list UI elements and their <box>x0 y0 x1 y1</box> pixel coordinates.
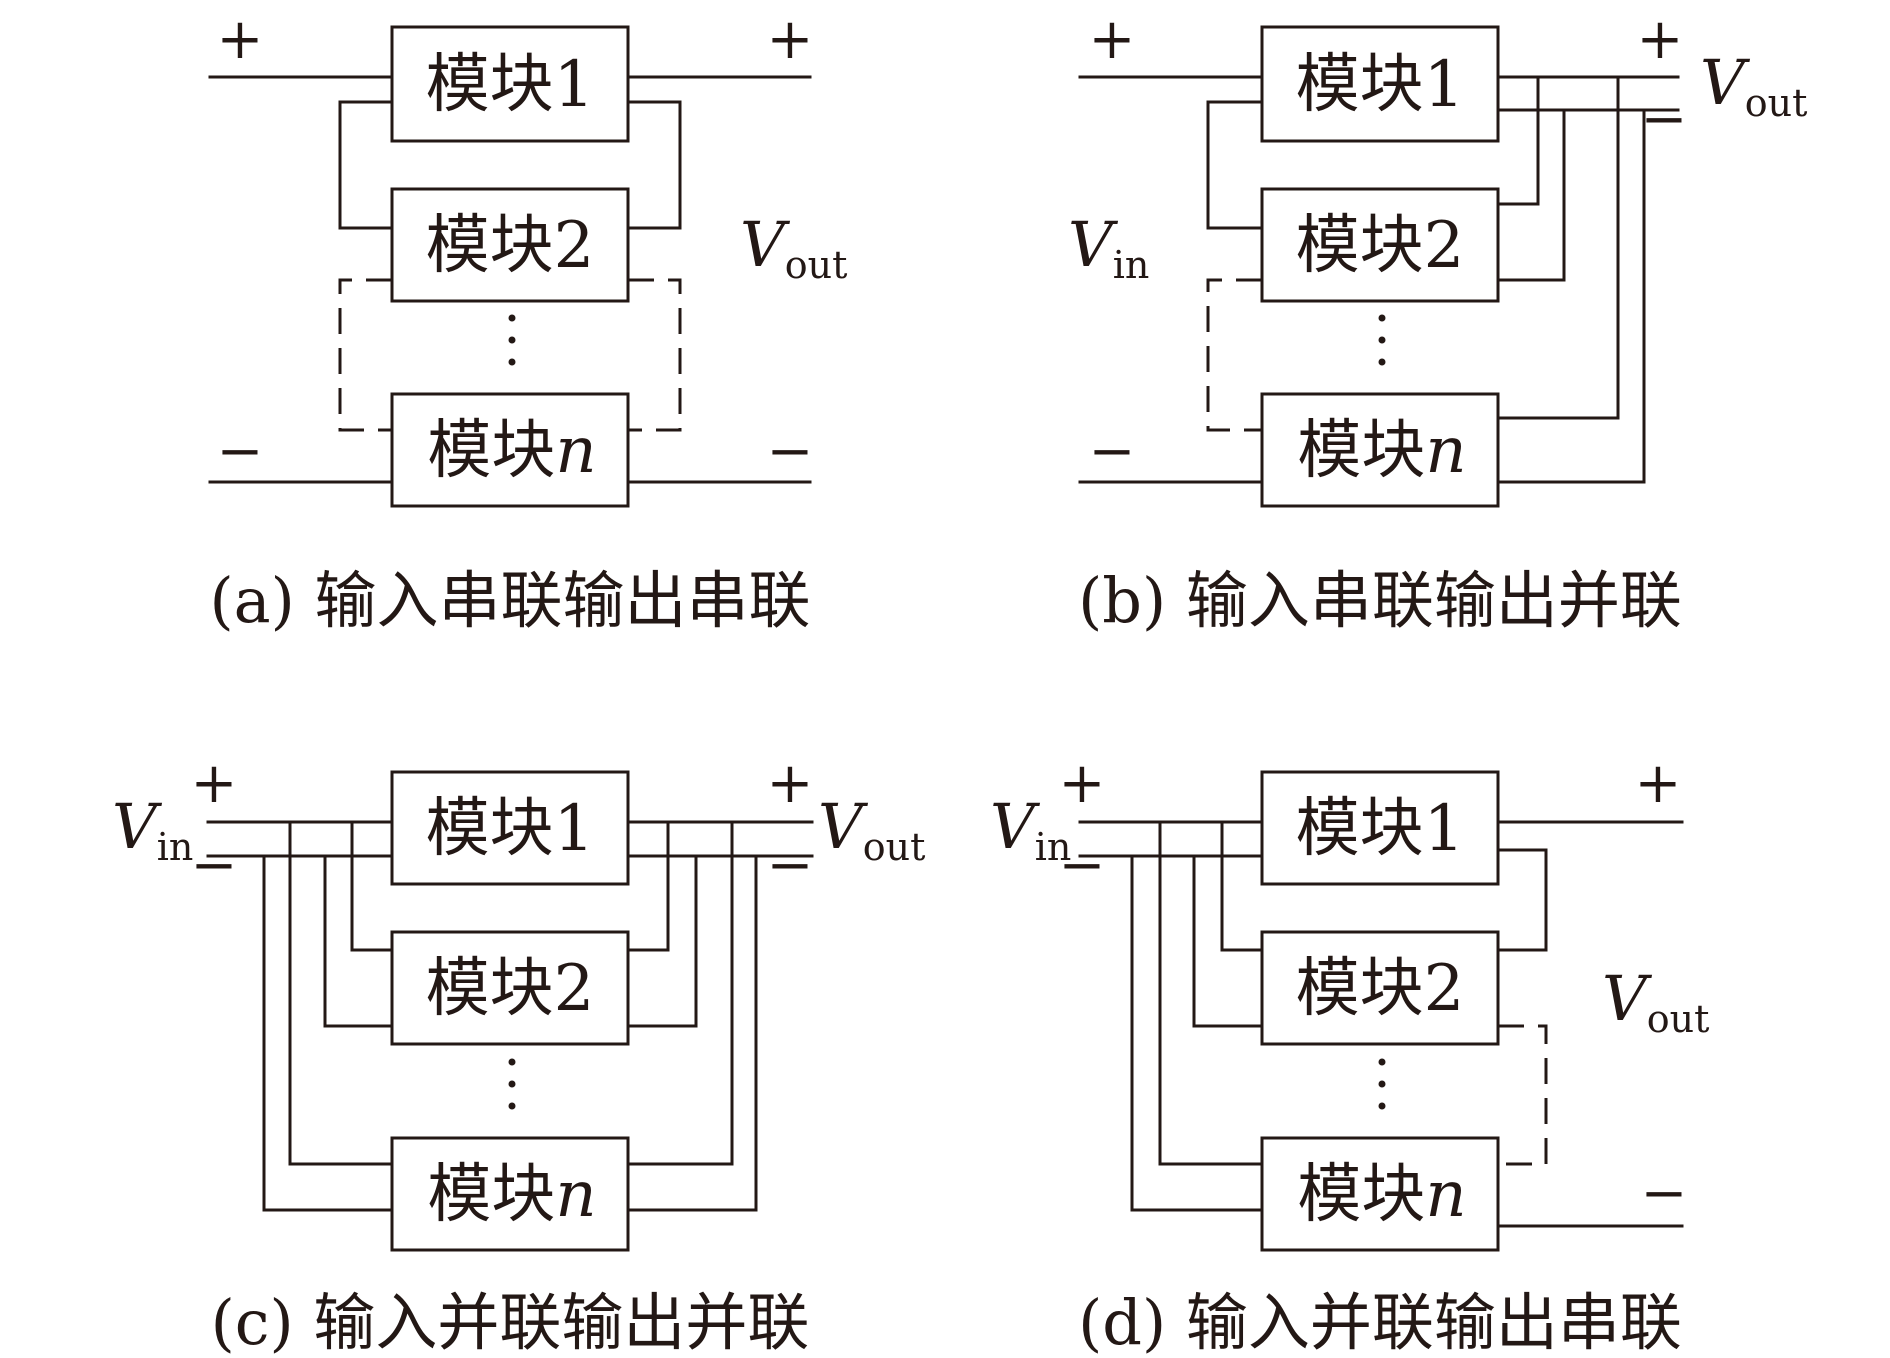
panel-c-minus-right: − <box>767 833 814 898</box>
panel-b-plus-left: + <box>1089 7 1136 72</box>
module-n-label: 模块n <box>1297 1158 1466 1232</box>
panel-a-module-2: 模块2 <box>390 187 630 303</box>
panel-a-plus-left: + <box>217 7 264 72</box>
module-1-label: 模块1 <box>426 48 595 122</box>
panel-a-caption: (a) 输入串联输出串联 <box>209 564 810 637</box>
module-2-label: 模块2 <box>1296 209 1465 283</box>
panel-c-plus-left: + <box>191 751 238 816</box>
module-n-label: 模块n <box>427 414 596 488</box>
panel-c-caption: (c) 输入并联输出并联 <box>211 1286 810 1358</box>
panel-d-ellipsis <box>1378 1058 1386 1110</box>
panel-d-vout: Vout <box>1602 962 1709 1041</box>
panel-d-plus-left: + <box>1059 751 1106 816</box>
panel-c: 模块1 模块2 模块n + − + − Vin Vout (c) 输入并联输出并… <box>112 751 925 1358</box>
panel-a-module-1: 模块1 <box>390 25 630 143</box>
panel-b-caption: (b) 输入串联输出并联 <box>1078 564 1682 637</box>
panel-c-module-2: 模块2 <box>390 930 630 1046</box>
panel-c-module-n: 模块n <box>390 1136 630 1252</box>
module-n-label: 模块n <box>1297 414 1466 488</box>
panel-b-wires <box>1078 75 1680 484</box>
panel-b-minus-right: − <box>1641 87 1688 152</box>
module-2-label: 模块2 <box>1296 952 1465 1026</box>
panel-b-vout: Vout <box>1700 46 1807 125</box>
panel-c-module-1: 模块1 <box>390 770 630 886</box>
panel-c-plus-right: + <box>767 751 814 816</box>
panel-b-ellipsis <box>1378 314 1386 366</box>
panel-a-plus-right: + <box>767 7 814 72</box>
panel-d-minus-left: − <box>1059 833 1106 898</box>
panel-c-wires <box>206 820 814 1212</box>
panel-d-module-n: 模块n <box>1260 1136 1500 1252</box>
panel-d-wires <box>1078 820 1684 1228</box>
panel-d-minus-right: − <box>1641 1161 1688 1226</box>
panel-d-caption: (d) 输入并联输出串联 <box>1078 1286 1682 1358</box>
module-1-label: 模块1 <box>1296 48 1465 122</box>
panel-c-vout: Vout <box>818 790 925 869</box>
module-2-label: 模块2 <box>426 209 595 283</box>
panel-b-module-2: 模块2 <box>1260 187 1500 303</box>
panel-c-vin: Vin <box>112 790 193 869</box>
module-2-label: 模块2 <box>426 952 595 1026</box>
panel-b-minus-left: − <box>1089 419 1136 484</box>
panel-b-module-1: 模块1 <box>1260 25 1500 143</box>
panel-a-wires <box>208 75 812 484</box>
panel-c-minus-left: − <box>191 833 238 898</box>
module-n-label: 模块n <box>427 1158 596 1232</box>
panel-a-module-n: 模块n <box>390 392 630 508</box>
panel-b: 模块1 模块2 模块n + − + − Vin Vout (b) 输入串联输出并… <box>1068 7 1807 637</box>
panel-d: 模块1 模块2 模块n + − + − Vin Vout (d) 输入并联输出串… <box>990 751 1709 1358</box>
panel-a-minus-left: − <box>217 419 264 484</box>
panel-b-vin: Vin <box>1068 208 1149 287</box>
module-1-label: 模块1 <box>1296 792 1465 866</box>
panel-a: 模块1 模块2 模块n + + − − Vout (a) 输入串联输出串联 <box>208 7 847 637</box>
panel-d-plus-right: + <box>1635 751 1682 816</box>
panel-d-vin: Vin <box>990 790 1071 869</box>
panel-b-module-n: 模块n <box>1260 392 1500 508</box>
panel-c-ellipsis <box>508 1058 516 1110</box>
panel-d-module-2: 模块2 <box>1260 930 1500 1046</box>
panel-b-plus-right: + <box>1637 7 1684 72</box>
panel-a-minus-right: − <box>767 419 814 484</box>
panel-a-ellipsis <box>508 314 516 366</box>
module-1-label: 模块1 <box>426 792 595 866</box>
panel-a-vout: Vout <box>740 208 847 287</box>
panel-d-module-1: 模块1 <box>1260 770 1500 886</box>
